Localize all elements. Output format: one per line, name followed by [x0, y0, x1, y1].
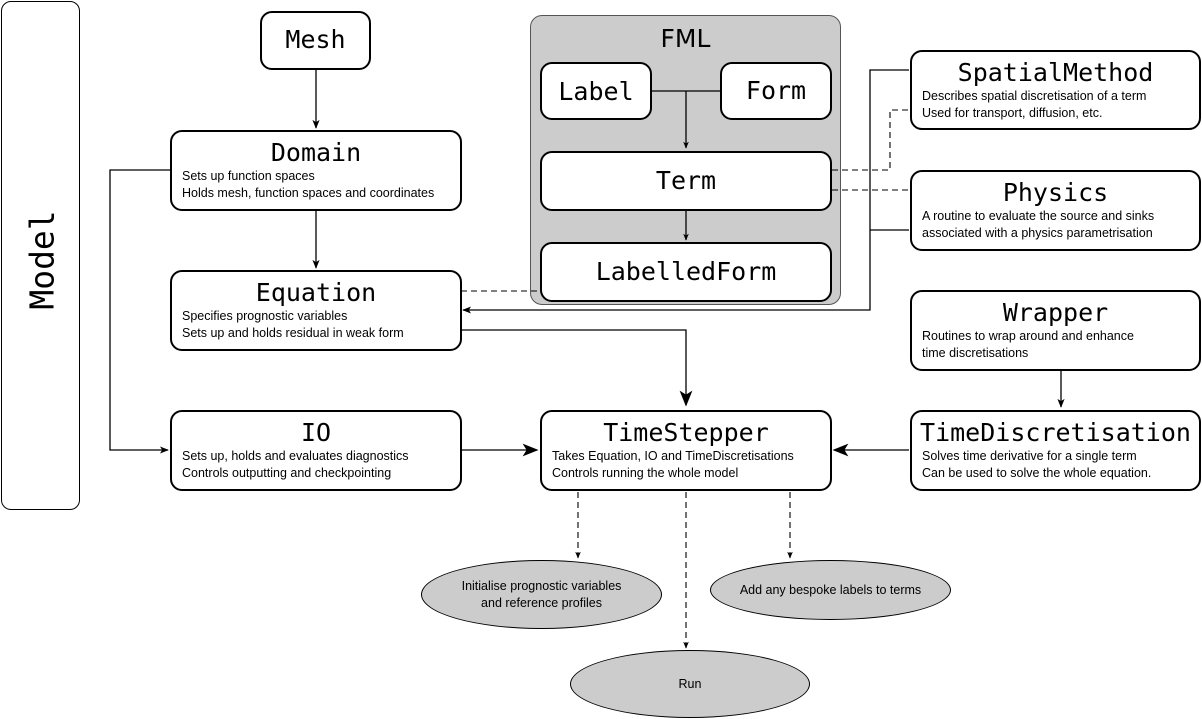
run-ellipse: Run — [570, 650, 810, 718]
initialise-line-2: and reference profiles — [481, 595, 602, 610]
timestepper-node: TimeStepper Takes Equation, IO and TimeD… — [540, 410, 832, 491]
io-desc: Sets up, holds and evaluates diagnostics… — [182, 448, 454, 482]
physics-line-1: A routine to evaluate the source and sin… — [922, 209, 1155, 223]
timestepper-desc: Takes Equation, IO and TimeDiscretisatio… — [552, 448, 824, 482]
domain-desc: Sets up function spaces Holds mesh, func… — [182, 168, 454, 202]
term-title: Term — [655, 166, 717, 195]
initialise-line-1: Initialise prognostic variables — [461, 578, 622, 593]
timediscretisation-node: TimeDiscretisation Solves time derivativ… — [910, 410, 1201, 491]
form-title: Form — [745, 76, 807, 105]
wrapper-desc: Routines to wrap around and enhance time… — [922, 328, 1193, 362]
spatialmethod-line-2: Used for transport, diffusion, etc. — [922, 106, 1103, 120]
timediscretisation-line-2: Can be used to solve the whole equation. — [922, 466, 1152, 480]
io-title: IO — [300, 418, 332, 447]
equation-line-1: Specifies prognostic variables — [182, 309, 348, 323]
domain-line-2: Holds mesh, function spaces and coordina… — [182, 186, 435, 200]
spatialmethod-title: SpatialMethod — [957, 58, 1154, 87]
wrapper-line-1: Routines to wrap around and enhance — [922, 329, 1134, 343]
wrapper-line-2: time discretisations — [922, 346, 1029, 360]
labels-line-1: Add any bespoke labels to terms — [739, 582, 922, 597]
timestepper-title: TimeStepper — [603, 418, 769, 447]
domain-title: Domain — [270, 138, 362, 167]
timediscretisation-desc: Solves time derivative for a single term… — [922, 448, 1193, 482]
equation-desc: Specifies prognostic variables Sets up a… — [182, 308, 454, 342]
run-line-1: Run — [678, 676, 702, 691]
equation-line-2: Sets up and holds residual in weak form — [182, 326, 404, 340]
initialise-ellipse: Initialise prognostic variables and refe… — [421, 560, 662, 629]
labelledform-node: LabelledForm — [540, 242, 832, 302]
label-node: Label — [540, 62, 652, 120]
spatialmethod-node: SpatialMethod Describes spatial discreti… — [910, 50, 1201, 130]
labels-text: Add any bespoke labels to terms — [740, 582, 921, 599]
mesh-title: Mesh — [285, 25, 346, 54]
domain-line-1: Sets up function spaces — [182, 169, 315, 183]
physics-node: Physics A routine to evaluate the source… — [910, 170, 1201, 251]
term-node: Term — [540, 151, 832, 211]
labelledform-title: LabelledForm — [595, 257, 777, 286]
edge-equation-timestepper — [461, 329, 693, 407]
model-panel: Model — [1, 1, 80, 510]
timestepper-line-1: Takes Equation, IO and TimeDiscretisatio… — [552, 449, 794, 463]
spatialmethod-desc: Describes spatial discretisation of a te… — [922, 88, 1193, 122]
wrapper-node: Wrapper Routines to wrap around and enha… — [910, 290, 1201, 371]
edge-domain-io — [109, 169, 171, 454]
edge-term-spatial — [832, 109, 912, 171]
wrapper-title: Wrapper — [1002, 298, 1109, 327]
mesh-node: Mesh — [260, 11, 371, 70]
label-title: Label — [558, 77, 634, 106]
physics-desc: A routine to evaluate the source and sin… — [922, 208, 1193, 242]
equation-node: Equation Specifies prognostic variables … — [170, 270, 462, 351]
io-line-1: Sets up, holds and evaluates diagnostics — [182, 449, 409, 463]
timestepper-line-2: Controls running the whole model — [552, 466, 739, 480]
form-node: Form — [720, 62, 832, 120]
io-node: IO Sets up, holds and evaluates diagnost… — [170, 410, 462, 491]
run-text: Run — [679, 676, 702, 693]
io-line-2: Controls outputting and checkpointing — [182, 466, 392, 480]
spatialmethod-line-1: Describes spatial discretisation of a te… — [922, 89, 1147, 103]
initialise-text: Initialise prognostic variables and refe… — [462, 578, 622, 612]
labels-ellipse: Add any bespoke labels to terms — [710, 560, 951, 620]
fml-title: FML — [660, 24, 711, 53]
timediscretisation-title: TimeDiscretisation — [920, 418, 1191, 447]
edge-spatial-equation — [462, 69, 909, 314]
timediscretisation-line-1: Solves time derivative for a single term — [922, 449, 1137, 463]
physics-title: Physics — [1002, 178, 1109, 207]
equation-title: Equation — [255, 278, 377, 307]
physics-line-2: associated with a physics parametrisatio… — [922, 226, 1153, 240]
domain-node: Domain Sets up function spaces Holds mes… — [170, 130, 462, 211]
